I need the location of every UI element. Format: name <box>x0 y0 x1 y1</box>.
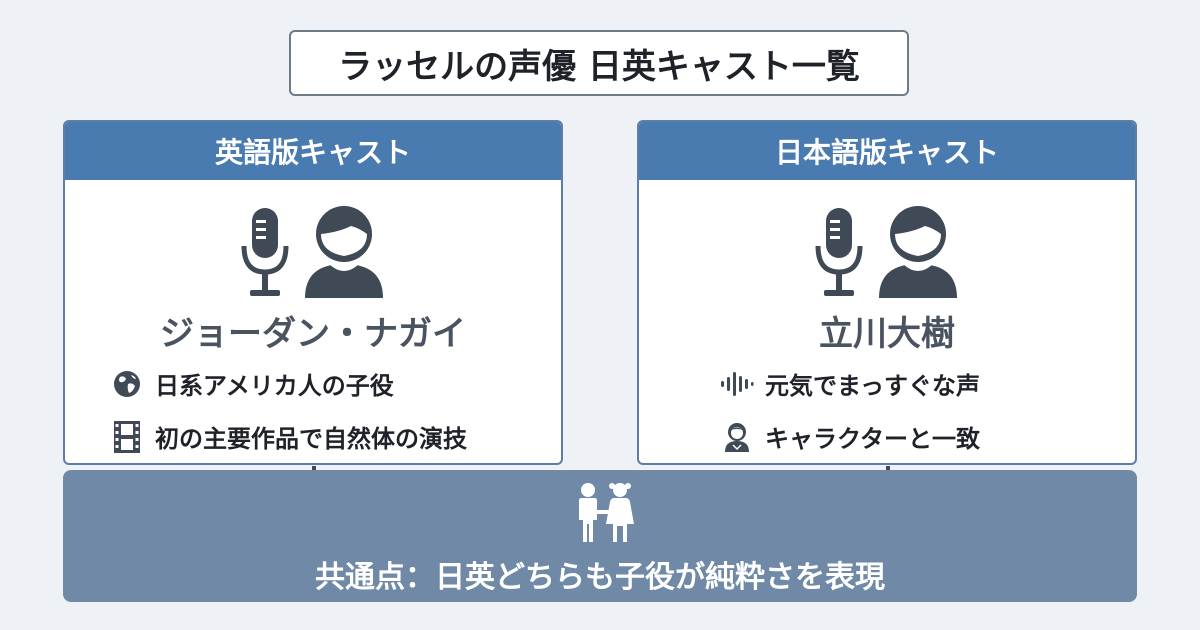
character-icon <box>719 421 755 453</box>
english-voice-actor-name: ジョーダン・ナガイ <box>160 314 466 354</box>
japanese-feature-2: キャラクターと一致 <box>639 419 1135 454</box>
english-icons <box>65 198 561 298</box>
film-icon <box>109 420 145 453</box>
english-feature-2-text: 初の主要作品で自然体の演技 <box>155 425 467 453</box>
person-icon <box>879 206 957 298</box>
common-point-box: 共通点：日英どちらも子役が純粋さを表現 <box>63 470 1137 602</box>
soundwave-icon <box>719 368 755 400</box>
japanese-feature-1: 元気でまっすぐな声 <box>639 366 1135 401</box>
japanese-cast-header: 日本語版キャスト <box>639 122 1135 180</box>
microphone-icon <box>815 208 863 296</box>
globe-icon <box>109 368 145 400</box>
common-point-text: 共通点：日英どちらも子役が純粋さを表現 <box>315 560 885 595</box>
english-feature-2: 初の主要作品で自然体の演技 <box>65 419 561 454</box>
japanese-feature-2-text: キャラクターと一致 <box>765 425 981 453</box>
japanese-voice-actor-name: 立川大樹 <box>819 314 955 354</box>
page-title: ラッセルの声優 日英キャスト一覧 <box>289 30 909 96</box>
english-feature-1-text: 日系アメリカ人の子役 <box>155 372 394 400</box>
english-feature-1: 日系アメリカ人の子役 <box>65 366 561 401</box>
japanese-feature-1-text: 元気でまっすぐな声 <box>765 372 981 400</box>
english-cast-card: 英語版キャスト ジョーダン・ナガイ 日系アメリカ人の子役 <box>63 120 563 465</box>
english-cast-header: 英語版キャスト <box>65 122 561 180</box>
person-icon <box>305 206 383 298</box>
children-icon <box>579 483 634 542</box>
japanese-icons <box>639 198 1135 298</box>
microphone-icon <box>241 208 289 296</box>
japanese-cast-card: 日本語版キャスト 立川大樹 <box>637 120 1137 465</box>
